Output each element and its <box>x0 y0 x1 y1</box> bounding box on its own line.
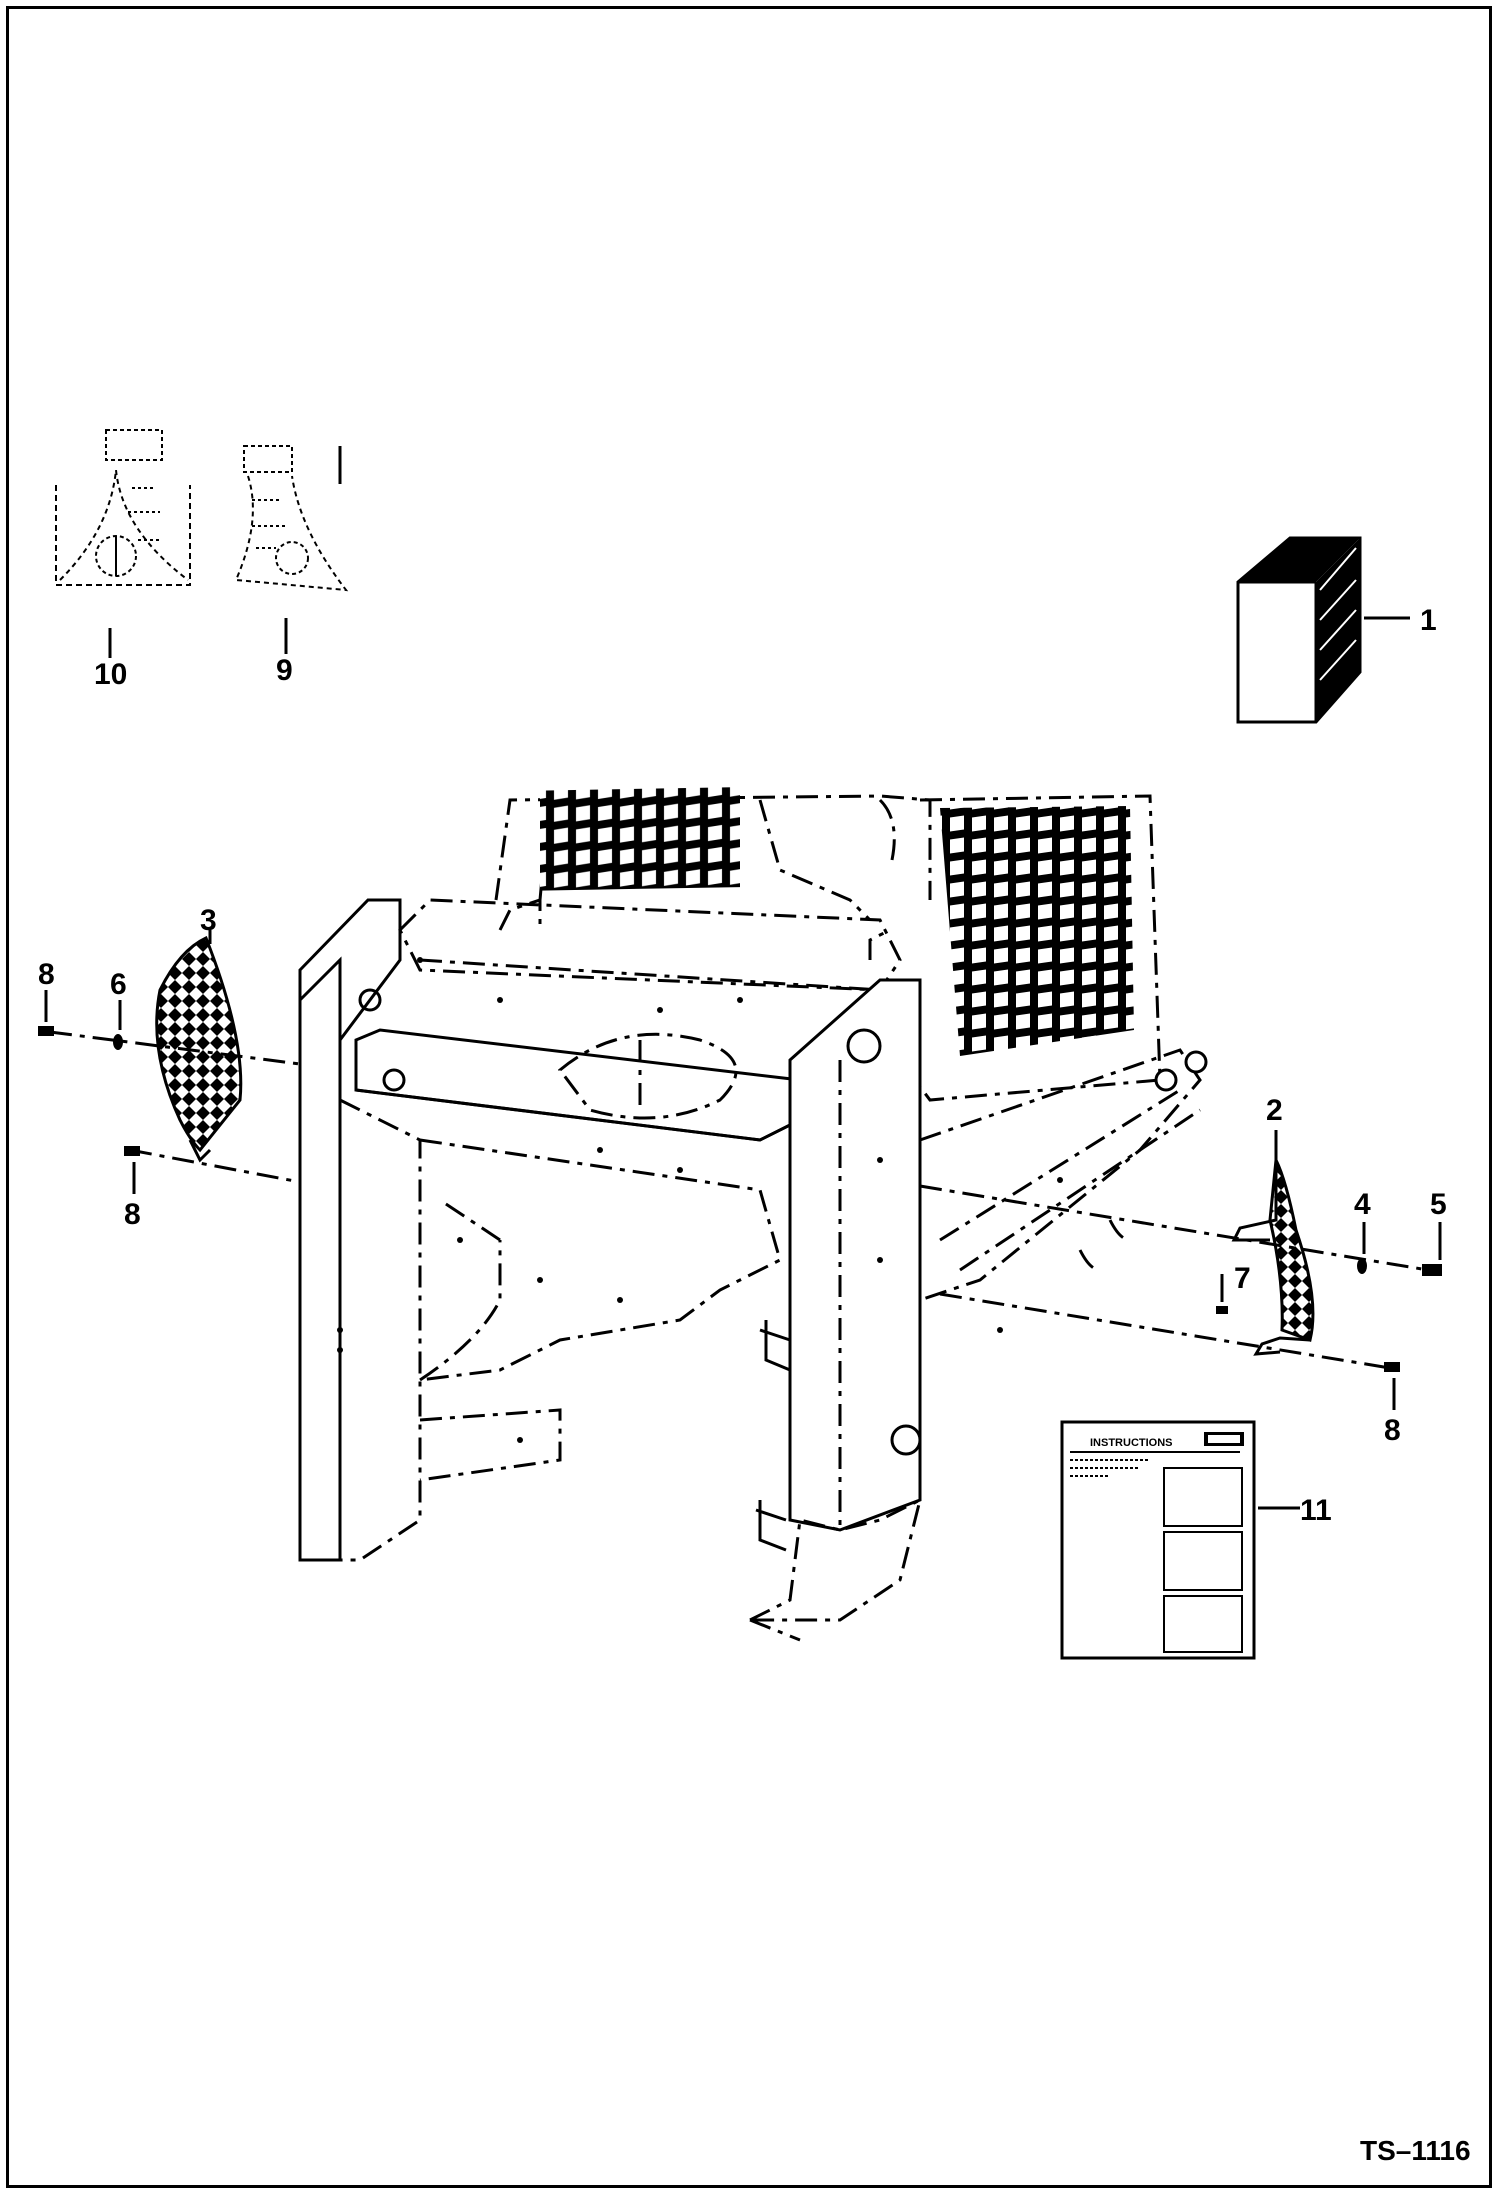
callout-7: 7 <box>1234 1262 1251 1295</box>
safety-decal-10 <box>55 429 191 586</box>
safety-decal-9 <box>234 445 349 592</box>
bolt-8-right <box>1384 1362 1400 1372</box>
drawing-border <box>6 6 1492 2188</box>
callout-2: 2 <box>1266 1094 1283 1127</box>
callout-3: 3 <box>200 904 217 937</box>
callout-10: 10 <box>94 658 127 691</box>
callout-6: 6 <box>110 968 127 1001</box>
manual-box-part-1 <box>958 536 1362 724</box>
callout-8b: 8 <box>124 1198 141 1231</box>
callout-8a: 8 <box>38 958 55 991</box>
callout-9: 9 <box>276 654 293 687</box>
bolt-5-right <box>1422 1264 1442 1276</box>
bolt-8-left-lower <box>124 1146 140 1156</box>
loader-main-frame <box>298 787 1208 1642</box>
callout-1: 1 <box>1420 604 1437 637</box>
instruction-decal-part-11: INSTRUCTIONS <box>1060 1420 1256 1660</box>
callout-8c: 8 <box>1384 1414 1401 1447</box>
callout-5: 5 <box>1430 1188 1447 1221</box>
washer-6-left <box>113 1034 123 1050</box>
instruction-decal-heading: INSTRUCTIONS <box>1090 1437 1173 1449</box>
callout-11: 11 <box>1300 1494 1332 1527</box>
washer-4-right <box>1357 1258 1367 1274</box>
callout-4: 4 <box>1354 1188 1371 1221</box>
fastener-7 <box>1216 1306 1228 1314</box>
right-step-plate-part-2 <box>1231 1154 1315 1356</box>
left-step-plate-part-3 <box>155 935 243 1163</box>
bolt-8-left-upper <box>38 1026 54 1036</box>
drawing-code: TS–1116 <box>1360 2135 1471 2166</box>
